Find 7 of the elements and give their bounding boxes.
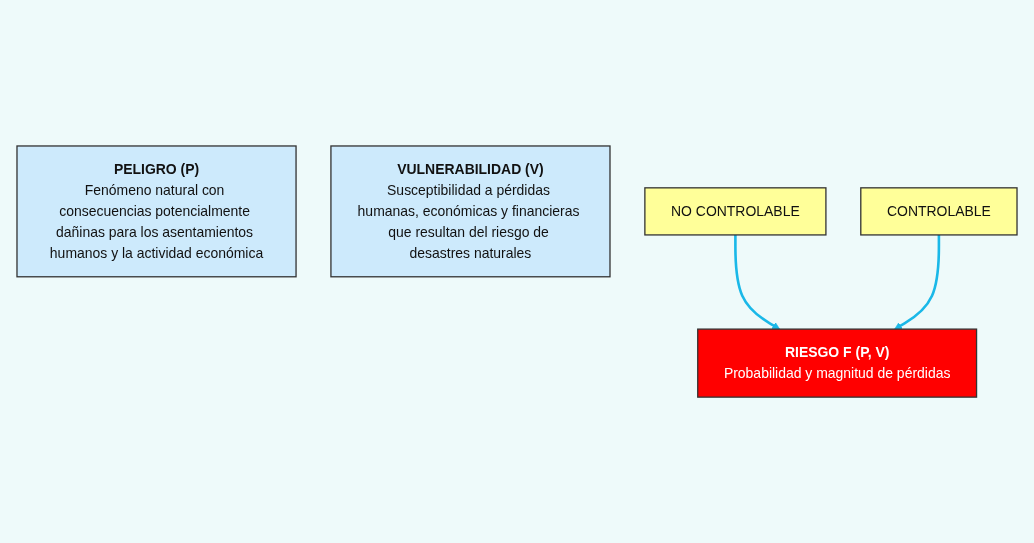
arrow xyxy=(894,234,941,330)
node-box: RIESGO F (P, V) Probabilidad y magnitud de pérdidas xyxy=(697,328,978,398)
node-box: PELIGRO (P) Fenómeno natural con consecuencias potencialmente dañinas para los asentamientos humanos y la actividad económica xyxy=(16,145,297,278)
arrow xyxy=(734,234,780,330)
node-box: VULNERABILIDAD (V) Susceptibilidad a pérdidas humanas, económicas y financieras que resultan del riesgo de desastres naturales xyxy=(330,145,611,278)
node-box: NO CONTROLABLE xyxy=(644,187,827,236)
node-box: CONTROLABLE xyxy=(860,187,1018,236)
